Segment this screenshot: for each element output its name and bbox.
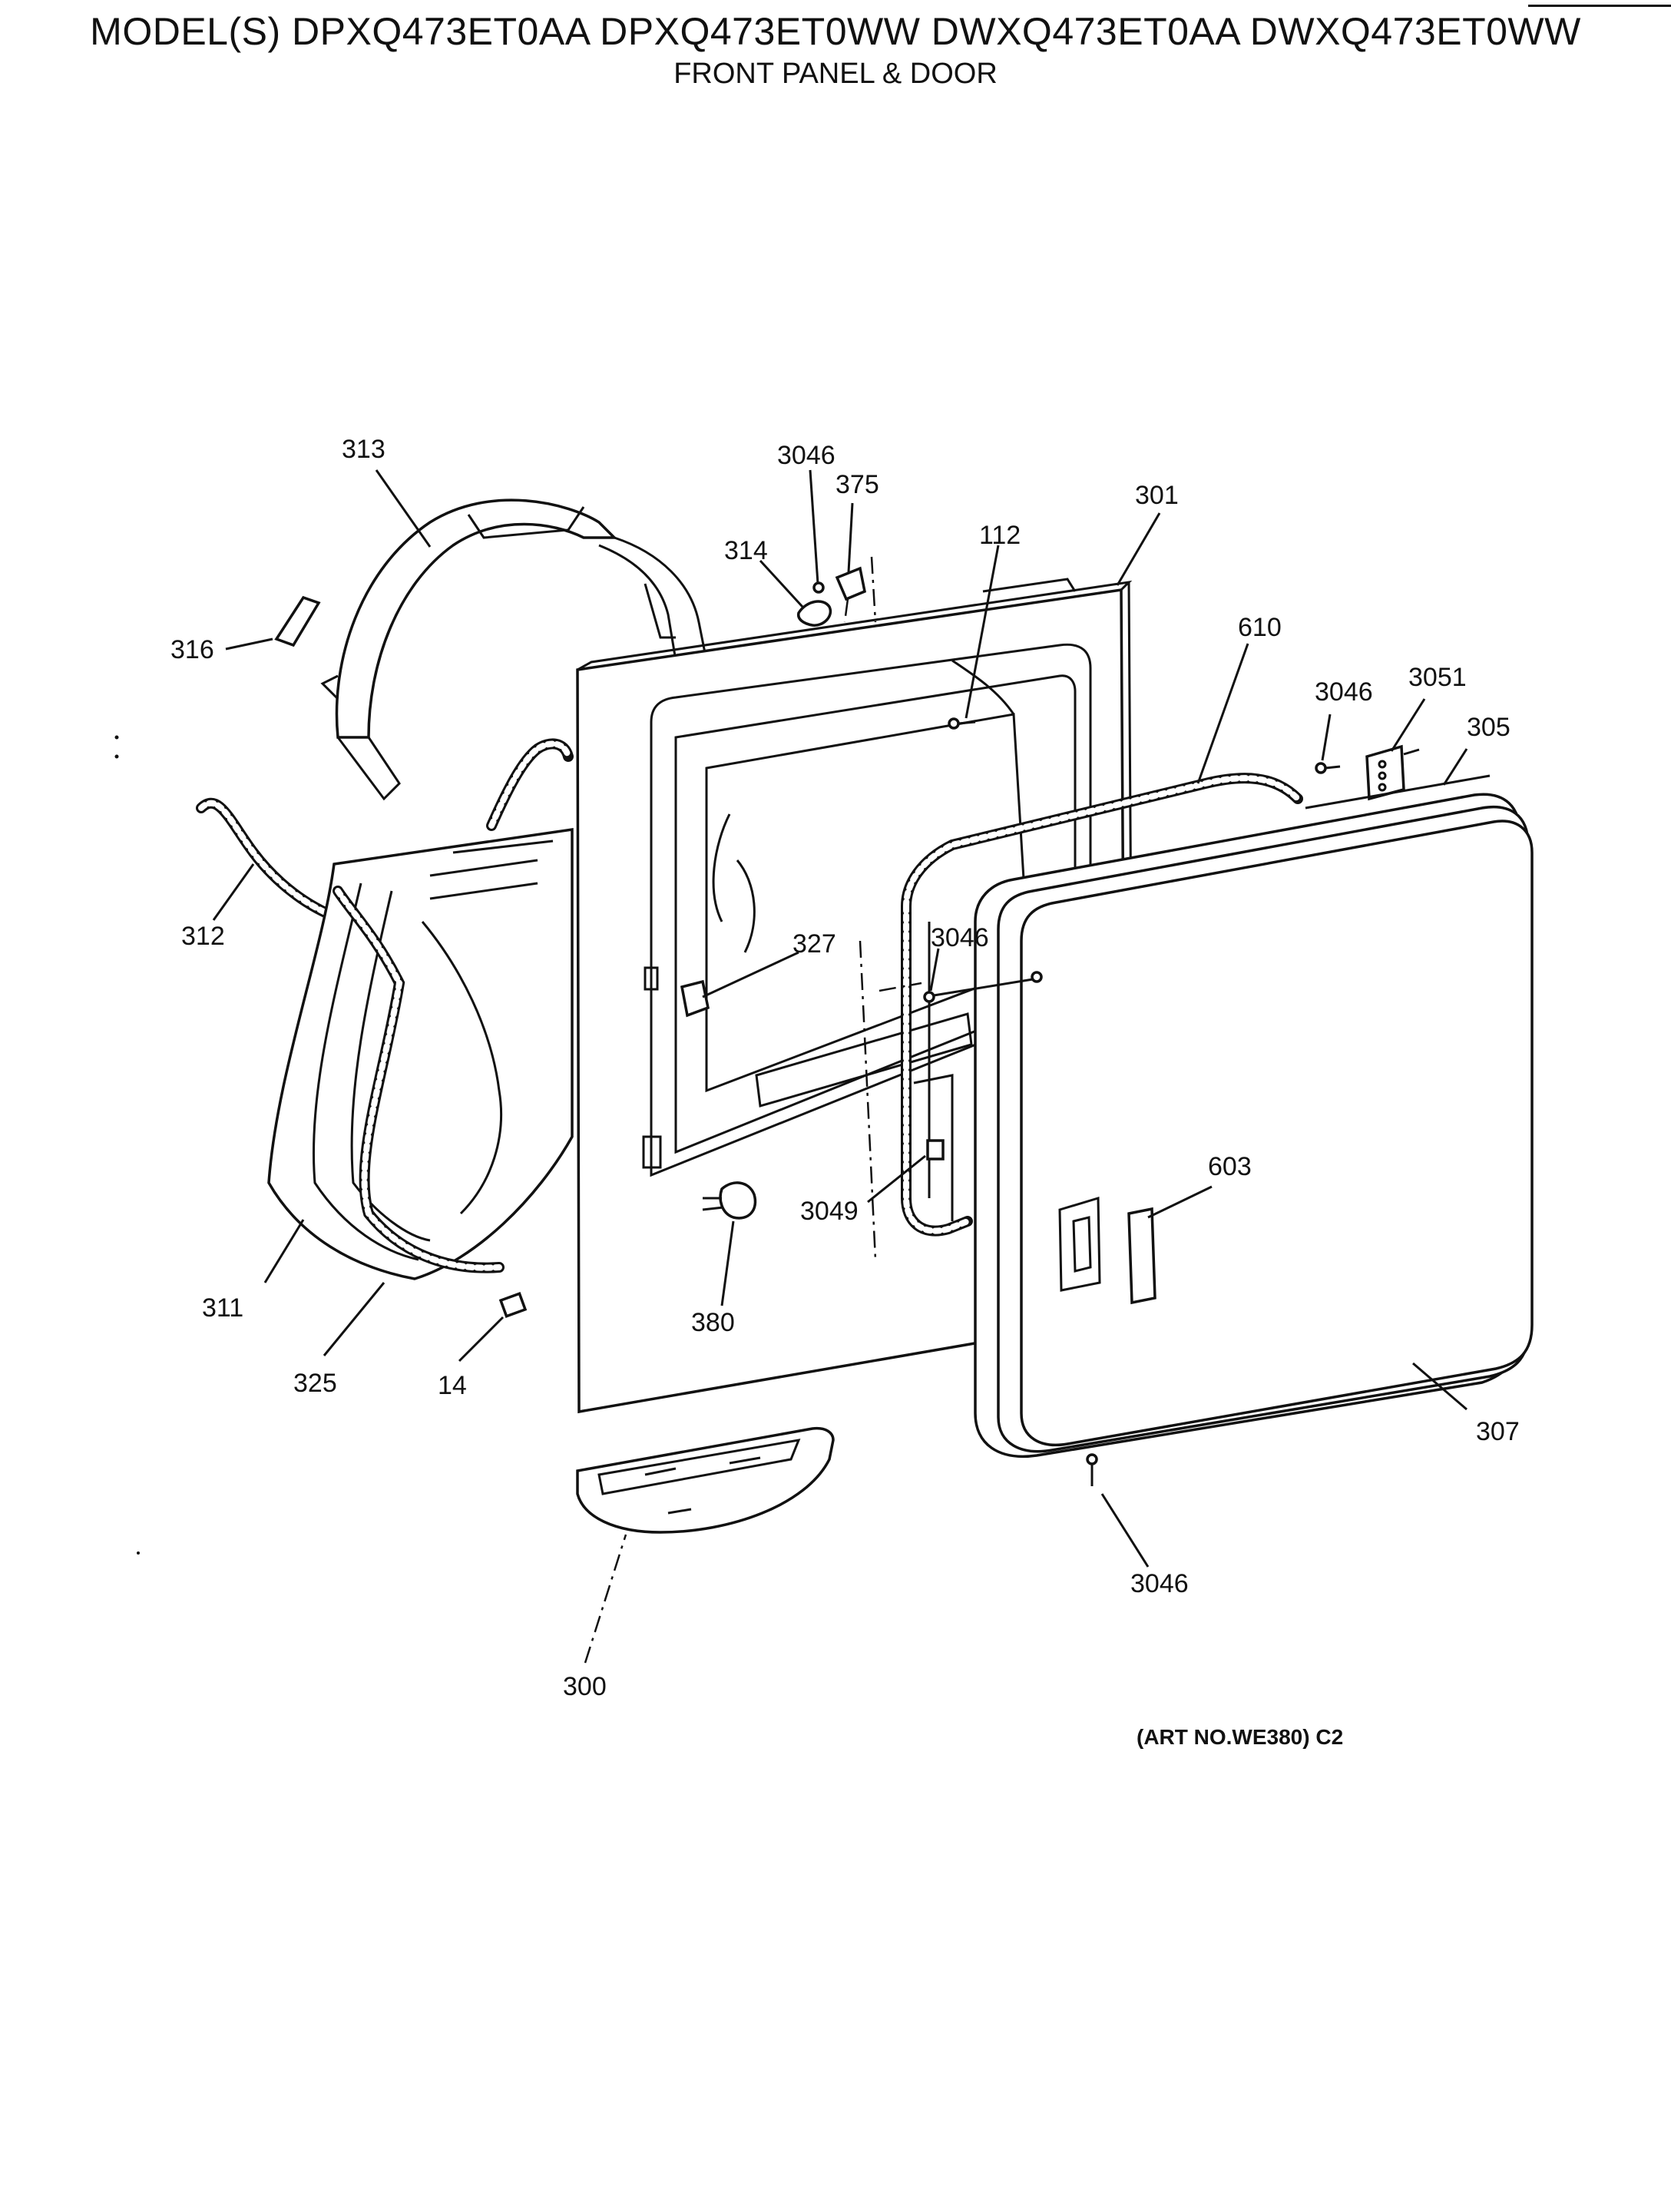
part-3051-hinge <box>1315 744 1420 801</box>
part-313-bulkhead <box>320 498 708 801</box>
callout-301: 301 <box>1135 481 1179 510</box>
leader-lines <box>212 469 1468 1664</box>
part-3049-clip <box>879 982 945 1161</box>
callout-314: 314 <box>724 536 768 565</box>
callout-307: 307 <box>1476 1417 1520 1446</box>
part-307-door <box>974 793 1534 1458</box>
part-610-door-gasket <box>901 773 1303 1237</box>
page-subtitle: FRONT PANEL & DOOR <box>673 58 998 90</box>
part-327-latch <box>680 979 710 1018</box>
callout-3046-door: 3046 <box>931 923 989 952</box>
callout-3049: 3049 <box>800 1197 859 1226</box>
callout-311: 311 <box>202 1293 243 1323</box>
part-314-375-hinge <box>796 556 877 627</box>
part-3046-door-screws <box>923 971 1098 1486</box>
callout-603: 603 <box>1208 1152 1252 1181</box>
callout-327: 327 <box>792 929 836 959</box>
callout-325: 325 <box>293 1369 337 1398</box>
callout-3051: 3051 <box>1408 663 1467 692</box>
callout-610: 610 <box>1238 613 1282 642</box>
part-300-base-trim <box>576 1426 835 1534</box>
part-312-gasket <box>196 738 574 923</box>
part-325-seal <box>333 886 505 1273</box>
callout-375: 375 <box>836 470 879 499</box>
callout-labels: 313 3046 375 314 112 301 316 610 3046 30… <box>170 435 1520 1701</box>
scan-marks <box>114 735 140 1555</box>
callout-300: 300 <box>563 1672 607 1701</box>
callout-14: 14 <box>438 1371 467 1400</box>
page-title: MODEL(S) DPXQ473ET0AA DPXQ473ET0WW DWXQ4… <box>90 10 1581 53</box>
callout-3046-right: 3046 <box>1315 677 1373 707</box>
part-316-strip <box>274 595 321 647</box>
header-rule <box>1528 5 1671 7</box>
part-112-screw <box>948 717 976 730</box>
callout-313: 313 <box>342 435 385 464</box>
callout-3046-bottom: 3046 <box>1130 1569 1189 1598</box>
callout-380: 380 <box>691 1308 735 1337</box>
art-number: (ART NO.WE380) C2 <box>1137 1725 1344 1749</box>
part-14-clip <box>498 1291 528 1319</box>
callout-305: 305 <box>1467 713 1511 742</box>
callout-112: 112 <box>979 521 1021 550</box>
callout-312: 312 <box>181 922 225 951</box>
callout-3046-top: 3046 <box>777 441 836 470</box>
part-311-duct <box>267 827 574 1280</box>
part-380-switch <box>702 1181 757 1220</box>
callout-316: 316 <box>170 635 214 664</box>
part-305-liner-edge <box>1305 774 1491 810</box>
